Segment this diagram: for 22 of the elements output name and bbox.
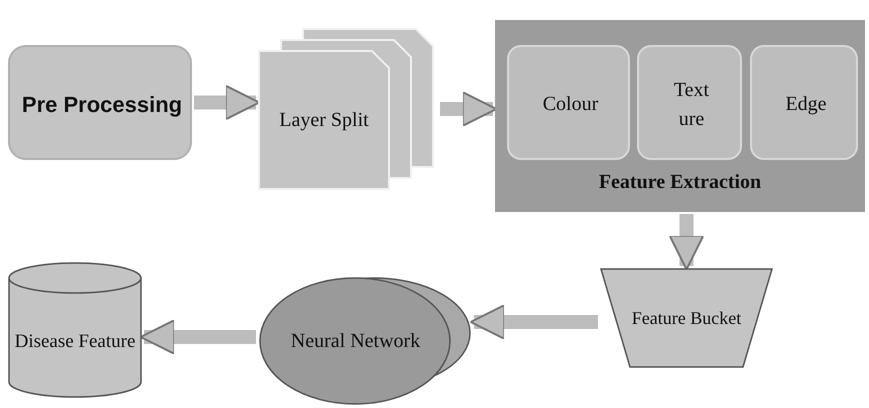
process-box bbox=[8, 45, 192, 160]
node-label: Colour bbox=[542, 92, 600, 117]
block-arrow bbox=[140, 319, 256, 355]
cylinder-shape bbox=[8, 262, 142, 398]
process-box bbox=[750, 45, 858, 160]
node-label: Feature Extraction bbox=[598, 170, 762, 195]
block-arrow bbox=[470, 304, 598, 340]
group-panel bbox=[495, 20, 865, 212]
node-label: Layer Split bbox=[278, 108, 370, 132]
block-arrow bbox=[194, 84, 260, 120]
node-label: Feature Bucket bbox=[630, 306, 742, 330]
process-box bbox=[507, 45, 630, 160]
node-label: Neural Network bbox=[290, 328, 422, 354]
node-label: Text ure bbox=[672, 78, 710, 132]
trapezoid-shape bbox=[600, 268, 773, 368]
block-arrow bbox=[668, 214, 704, 270]
process-box bbox=[637, 45, 742, 160]
block-arrow bbox=[440, 91, 498, 127]
stacked-ellipses bbox=[258, 276, 472, 406]
node-label: Pre Processing bbox=[20, 90, 184, 119]
node-label: Edge bbox=[784, 92, 828, 117]
node-label: Disease Feature bbox=[14, 330, 136, 354]
